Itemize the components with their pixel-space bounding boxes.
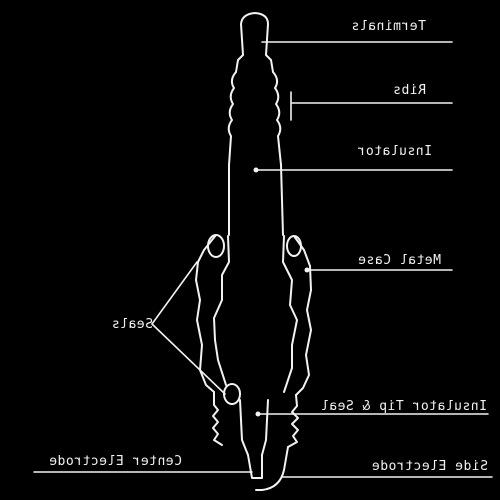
seals-leader-top bbox=[151, 261, 198, 325]
metal-case-inner-right bbox=[282, 235, 298, 393]
thread-right bbox=[287, 394, 299, 448]
label-insulator: Insulator bbox=[357, 144, 432, 159]
insulator-tip bbox=[239, 399, 269, 456]
metal-case-left bbox=[195, 234, 217, 393]
center-electrode-shape bbox=[247, 454, 263, 479]
leader-lines bbox=[33, 41, 493, 478]
spark-plug-illustration bbox=[195, 12, 312, 491]
insulator-body-right bbox=[280, 164, 284, 236]
seal-top-right bbox=[286, 235, 302, 257]
ribs-right bbox=[272, 71, 282, 166]
metal-case-inner-left bbox=[213, 235, 230, 386]
label-side-electrode: Side Electrode bbox=[371, 459, 488, 474]
label-center-electrode: Center Electrode bbox=[49, 454, 182, 469]
seal-top-left bbox=[207, 234, 225, 258]
label-seals: Seals bbox=[111, 317, 153, 332]
ribs-left bbox=[227, 71, 237, 166]
seals-leader-bottom bbox=[151, 323, 226, 395]
thread-left bbox=[212, 391, 223, 446]
seal-bottom-left bbox=[223, 383, 241, 405]
label-insulator-tip-seal: Insulator Tip & Seal bbox=[320, 399, 487, 414]
insulator-top-outline bbox=[235, 54, 274, 73]
label-metal-case: Metal Case bbox=[358, 253, 441, 268]
label-terminals: Terminals bbox=[351, 19, 426, 34]
terminal-outline bbox=[240, 12, 269, 56]
labels: Terminals Ribs Insulator Metal Case Seal… bbox=[49, 19, 488, 474]
metal-case-right bbox=[293, 235, 312, 396]
label-ribs: Ribs bbox=[393, 83, 426, 98]
side-electrode-shape bbox=[255, 446, 289, 491]
